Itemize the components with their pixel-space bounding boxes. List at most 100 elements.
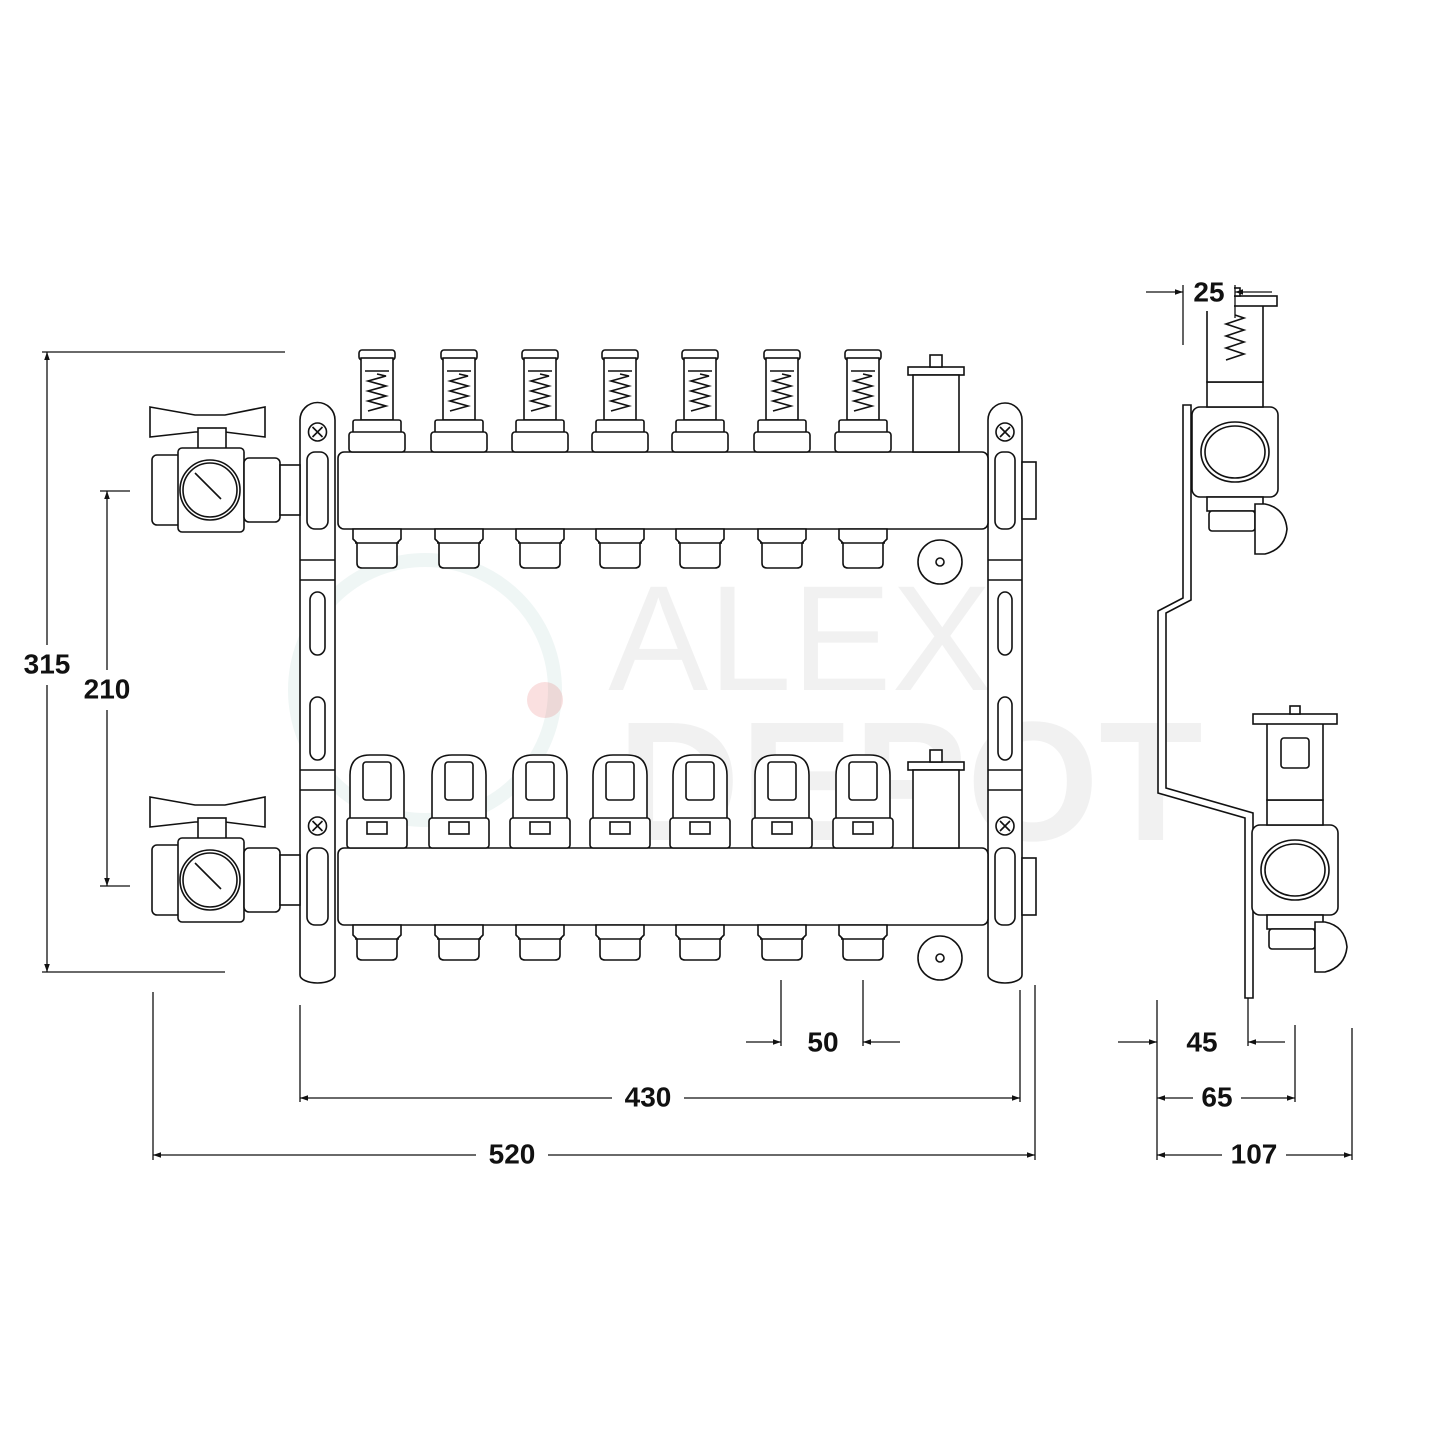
flow-meter: [669, 754, 731, 849]
dim-label-210: 210: [84, 673, 131, 704]
bracket-slot: [997, 591, 1013, 656]
flowmeter-window: [685, 761, 715, 801]
side-flowmeter-window: [1280, 737, 1310, 769]
bracket-body: [299, 401, 336, 984]
flowmeter-nut-detail: [448, 821, 470, 835]
return-bar: [337, 847, 989, 926]
screw-cross: [999, 426, 1011, 438]
lockshield-valve: [834, 349, 892, 453]
gauge-needle: [194, 472, 222, 500]
flow-meter: [428, 754, 490, 849]
side-bar-port: [1204, 425, 1266, 479]
air-vent-cap: [907, 366, 965, 376]
side-bracket: [1157, 404, 1254, 999]
valve-nut: [348, 431, 406, 453]
flow-bar: [337, 451, 989, 530]
side-valve-cap: [1252, 713, 1338, 725]
lockshield-valve: [753, 349, 811, 453]
butterfly-handle: [149, 406, 266, 438]
gauge-needle: [194, 862, 222, 890]
side-outlet: [1268, 928, 1316, 950]
air-vent-body: [912, 769, 960, 849]
flowmeter-nut-detail: [852, 821, 874, 835]
spring-icon: [688, 373, 712, 412]
air-vent-knob: [929, 354, 943, 368]
union-tail: [279, 464, 301, 516]
side-bar-port-ring: [1200, 421, 1270, 483]
outlet-fitting: [595, 528, 645, 569]
lockshield-valve: [591, 349, 649, 453]
valve-nut: [671, 431, 729, 453]
flowmeter-window: [525, 761, 555, 801]
valve-nut: [834, 431, 892, 453]
drain-center: [935, 557, 945, 567]
flow-meter: [509, 754, 571, 849]
bracket-clamp: [994, 847, 1016, 926]
bracket-slot: [309, 696, 326, 761]
bracket-clamp: [994, 451, 1016, 530]
side-bar-port-ring: [1260, 839, 1330, 901]
dim-label-430: 430: [625, 1081, 672, 1112]
wall-bracket: [299, 401, 336, 984]
outlet-fitting: [675, 528, 725, 569]
spring-icon: [608, 373, 632, 412]
dim-label-45: 45: [1186, 1026, 1217, 1057]
flowmeter-window: [605, 761, 635, 801]
air-vent-body: [912, 374, 960, 453]
union-tail: [279, 854, 301, 906]
screw-cross: [311, 426, 324, 438]
side-outlet: [1208, 510, 1256, 532]
flow-meter: [832, 754, 894, 849]
valve-nut: [753, 431, 811, 453]
dim-label-520: 520: [489, 1138, 536, 1169]
gauge-ring: [182, 852, 238, 908]
wall-bracket: [987, 402, 1023, 984]
bracket-clamp: [306, 451, 329, 530]
outlet-fitting: [352, 924, 402, 961]
outlet-fitting: [515, 924, 565, 961]
dim-label-107: 107: [1231, 1138, 1278, 1169]
flow-meter: [589, 754, 651, 849]
side-bottom-assembly: [1251, 705, 1348, 973]
thermometer-gauge-icon: [179, 459, 241, 521]
dim-label-50: 50: [807, 1026, 838, 1057]
flowmeter-window: [767, 761, 797, 801]
ball-valve-with-thermometer: [149, 796, 301, 923]
outlet-fitting: [838, 924, 888, 961]
outlet-fitting: [595, 924, 645, 961]
outlet-fitting: [757, 924, 807, 961]
side-bar-port: [1264, 843, 1326, 897]
lockshield-valve: [671, 349, 729, 453]
thermometer-gauge-icon: [179, 849, 241, 911]
flowmeter-nut-detail: [529, 821, 551, 835]
outlet-fitting: [434, 528, 484, 569]
outlet-fitting: [352, 528, 402, 569]
front-view: [149, 349, 1037, 984]
dim-label-25: 25: [1193, 276, 1224, 307]
spring-icon: [365, 373, 389, 412]
gauge-ring: [182, 462, 238, 518]
side-view-body: [1157, 404, 1254, 999]
side-valve-knob: [1289, 705, 1301, 715]
flowmeter-window: [848, 761, 878, 801]
screw-cross: [999, 820, 1011, 832]
valve-nut: [511, 431, 569, 453]
lockshield-valve: [430, 349, 488, 453]
flow-meter: [346, 754, 408, 849]
spring-icon: [528, 373, 552, 412]
outlet-fitting: [675, 924, 725, 961]
end-cap: [1021, 461, 1037, 520]
drain-center: [935, 953, 945, 963]
side-drain-valve: [1254, 503, 1288, 555]
outlet-fitting: [838, 528, 888, 569]
bracket-clamp: [306, 847, 329, 926]
outlet-fitting: [757, 528, 807, 569]
spring-icon: [851, 373, 875, 412]
outlet-fitting: [515, 528, 565, 569]
ball-valve-with-thermometer: [149, 406, 301, 533]
outlet-fitting: [434, 924, 484, 961]
side-valve-nut: [1206, 381, 1264, 408]
union-nut: [243, 847, 281, 913]
lockshield-valve: [348, 349, 406, 453]
